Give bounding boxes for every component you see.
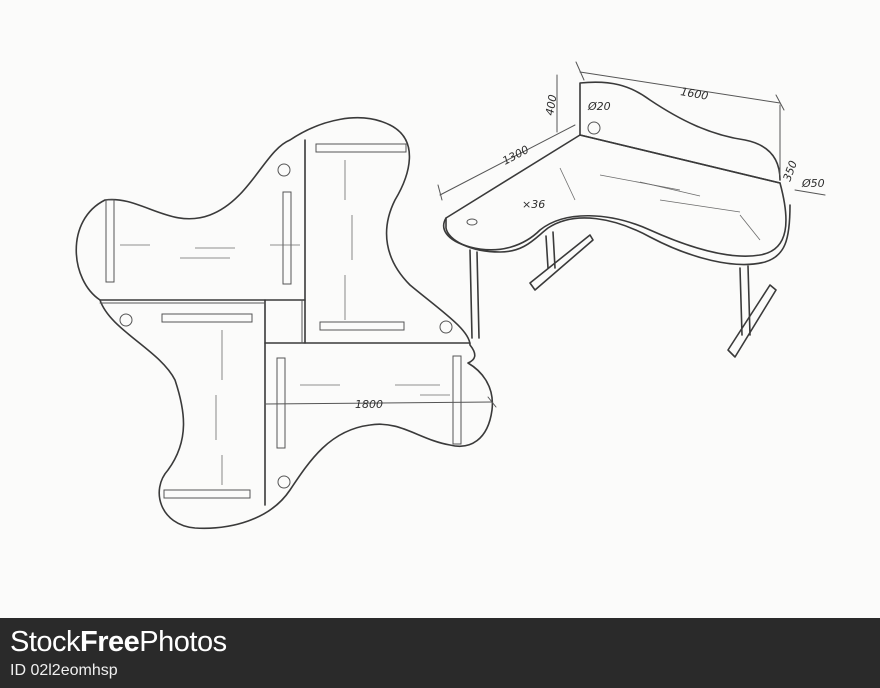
leg-slot <box>105 199 115 283</box>
dimension-line <box>579 71 781 104</box>
foot-right <box>727 284 777 358</box>
dimension-label-hole: Ø20 <box>587 100 611 113</box>
workstation-cluster-plan: 1800 <box>75 117 497 530</box>
dimension-line <box>264 401 493 405</box>
cluster-outline <box>75 117 494 530</box>
brand-part-photos: Photos <box>139 626 227 658</box>
leg-slot <box>276 357 286 449</box>
desk-top <box>442 134 787 257</box>
sketch-hatch <box>639 181 701 197</box>
brand-part-free: Free <box>80 626 140 658</box>
watermark-brand: StockFreePhotos <box>10 626 227 659</box>
dimension-label-count: ×36 <box>522 198 545 211</box>
watermark-bar: StockFreePhotos ID 02l2eomhsp <box>0 618 880 688</box>
cable-hole <box>119 313 133 327</box>
desk-edge <box>445 204 791 266</box>
leg-slot <box>452 355 462 445</box>
dimension-label-1800: 1800 <box>355 398 383 411</box>
grommet-hole <box>587 121 601 135</box>
dimension-line <box>794 189 826 196</box>
dimension-label-leg: Ø50 <box>801 177 825 190</box>
desk-perspective: 1600 1300 400 Ø20 350 Ø50 ×36 <box>437 61 826 358</box>
sketch-hatch <box>739 214 761 241</box>
image-id-text: ID 02l2eomhsp <box>10 662 118 679</box>
leg-slot <box>161 313 253 323</box>
cable-hole <box>439 320 453 334</box>
leg-front-left <box>469 249 473 339</box>
foot-middle <box>529 234 594 291</box>
grommet-hole <box>466 218 478 226</box>
sketch-canvas: 1800 <box>75 61 826 530</box>
cable-hole <box>277 163 291 177</box>
dimension-tick <box>775 94 785 111</box>
dimension-tick <box>437 184 443 201</box>
leg-right <box>739 267 743 336</box>
dimension-label-1300: 1300 <box>500 143 531 168</box>
sketch-hatch <box>599 174 681 191</box>
leg-middle <box>545 235 549 269</box>
leg-middle-2 <box>552 231 556 269</box>
dimension-tick <box>575 61 585 81</box>
dimension-label-400: 400 <box>543 94 559 117</box>
dimension-tick <box>487 396 497 408</box>
dimension-line <box>439 124 576 196</box>
furniture-sketch: 1800 <box>75 61 826 530</box>
cable-hole <box>277 475 291 489</box>
brand-part-stock: Stock <box>10 626 81 658</box>
sketch-hatch <box>659 199 741 213</box>
leg-slot <box>315 143 407 153</box>
dimension-label-350: 350 <box>781 159 800 183</box>
leg-slot <box>163 489 251 499</box>
modesty-panel <box>579 81 781 181</box>
leg-front-left-2 <box>476 251 480 339</box>
leg-right-2 <box>747 265 751 336</box>
sketch-hatch <box>559 167 576 201</box>
leg-slot <box>282 191 292 285</box>
leg-slot <box>319 321 405 331</box>
dimension-label-1600: 1600 <box>679 85 709 103</box>
